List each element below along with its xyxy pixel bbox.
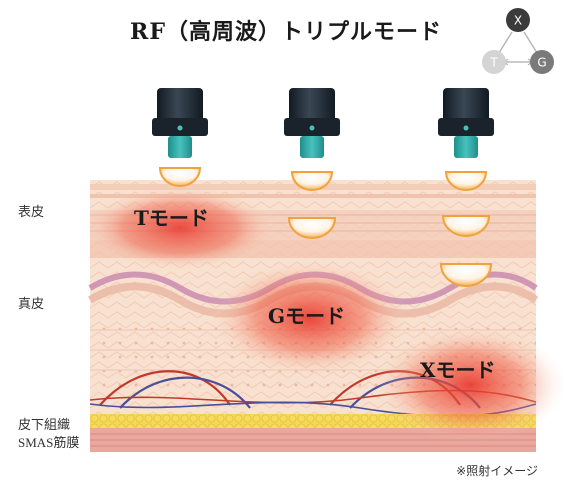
layer-label-subcutaneous: 皮下組織 xyxy=(18,417,71,432)
footnote: ※照射イメージ xyxy=(456,464,538,478)
layer-label-epidermis: 表皮 xyxy=(18,204,45,219)
probe-x xyxy=(438,88,494,158)
mode-label-x: Xモード xyxy=(420,358,496,382)
layer-label-smas: SMAS筋膜 xyxy=(18,435,80,450)
probe-t xyxy=(152,88,208,158)
page-title: RF（高周波）トリプルモード xyxy=(130,19,442,45)
energy-focus-x xyxy=(439,171,493,287)
heat-zone-t xyxy=(85,186,275,270)
mode-label-g: Gモード xyxy=(268,304,346,328)
mode-cycle-icon: X T G xyxy=(482,8,554,74)
cycle-label-x: X xyxy=(514,14,522,28)
mode-label-t: Tモード xyxy=(134,206,209,230)
heat-zone-x xyxy=(375,327,565,443)
energy-focus-t xyxy=(158,167,202,187)
layer-label-dermis: 真皮 xyxy=(18,296,45,311)
cycle-label-g: G xyxy=(537,56,546,70)
probe-g xyxy=(284,88,340,158)
heat-zone-g xyxy=(210,260,410,376)
energy-focus-g xyxy=(287,171,337,239)
cycle-label-t: T xyxy=(489,56,498,70)
